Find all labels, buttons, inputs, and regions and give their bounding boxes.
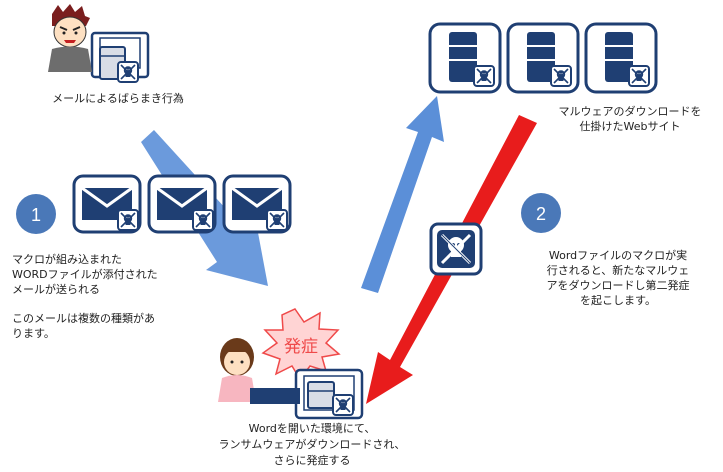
- skull-badge-icon-2: [192, 209, 214, 231]
- attacker-group: [48, 4, 150, 83]
- website-servers: [428, 22, 658, 94]
- step-1-circle: 1: [16, 194, 56, 234]
- attacker-caption: メールによるばらまき行為: [52, 92, 184, 105]
- step-1-number: 1: [31, 205, 41, 225]
- website-caption: マルウェアのダウンロードを 仕掛けたWebサイト: [558, 105, 702, 133]
- step-2-number: 2: [536, 204, 546, 224]
- blue-arrow-up: [361, 96, 444, 293]
- skull-badge-icon-5: [550, 65, 572, 87]
- step-2-text: Wordファイルのマクロが実 行されると、新たなマルウェ アをダウンロードし第二…: [546, 249, 690, 307]
- skull-badge-icon-6: [628, 65, 650, 87]
- step-2-circle: 2: [521, 193, 561, 233]
- step-1-note: このメールは複数の種類があ ります。: [12, 312, 155, 340]
- skull-badge-icon-4: [473, 65, 495, 87]
- skull-badge-icon-1: [117, 209, 139, 231]
- skull-badge-icon: [117, 61, 139, 83]
- step-1-text: マクロが組み込まれた WORDファイルが添付された メールが送られる: [12, 253, 158, 296]
- person-attacker-icon: [48, 4, 92, 72]
- person-victim-icon: [218, 338, 256, 402]
- skull-badge-icon-3: [266, 209, 288, 231]
- skull-badge-icon-victim: [332, 394, 354, 416]
- victim-caption: Wordを開いた環境にて、 ランサムウェアがダウンロードされ、 さらに発症する: [218, 422, 406, 467]
- burst-label: 発症: [284, 337, 318, 357]
- envelope-group: [72, 174, 292, 234]
- victim-group: 発症: [218, 308, 364, 420]
- skull-icon: [429, 222, 483, 276]
